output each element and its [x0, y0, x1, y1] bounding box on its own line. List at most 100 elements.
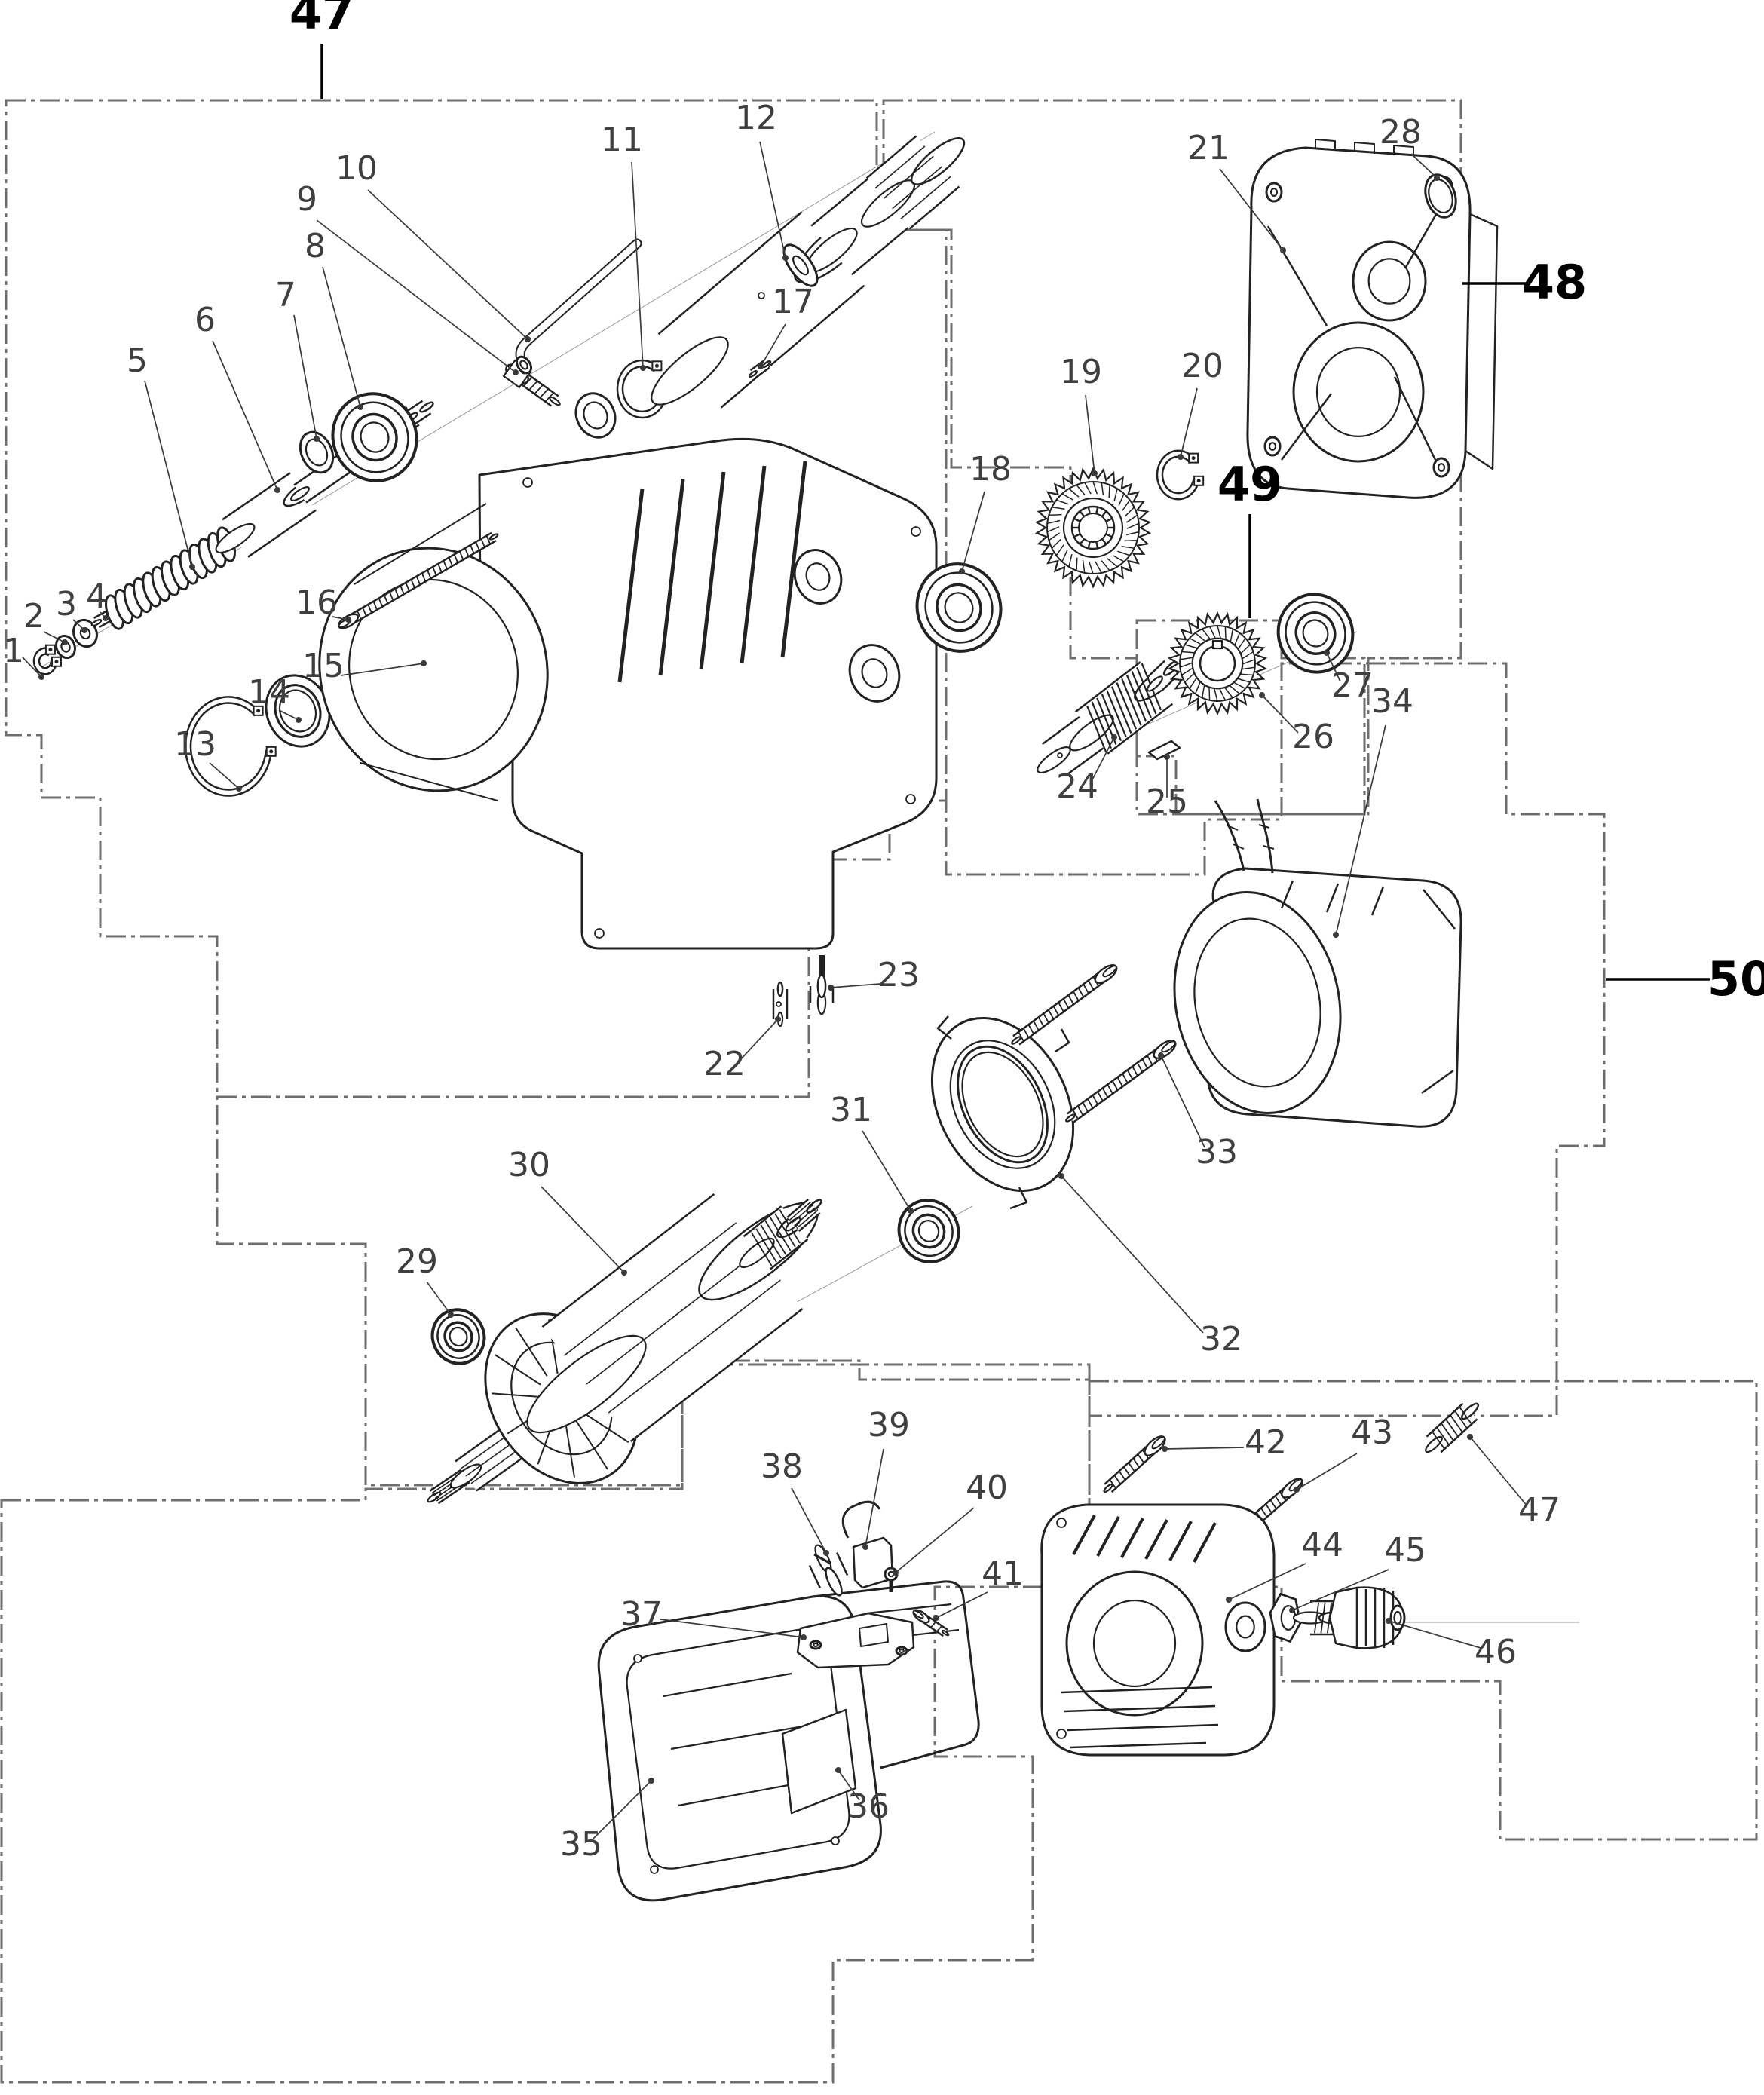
leader-line-36: [838, 1769, 860, 1801]
part-number-34: 34: [1371, 682, 1413, 721]
brush-bracket-37: [796, 1612, 915, 1669]
callout-43: 43: [1294, 1414, 1393, 1493]
leader-line-38: [791, 1487, 827, 1554]
leader-line-45: [1291, 1569, 1389, 1611]
leader-dot-18: [959, 568, 965, 574]
callout-39: 39: [862, 1406, 910, 1550]
leader-line-22: [738, 1018, 779, 1062]
leader-dot-41: [933, 1615, 939, 1621]
leader-dot-24: [1111, 734, 1117, 740]
callout-42: 42: [1162, 1423, 1287, 1462]
part-number-32: 32: [1200, 1320, 1242, 1358]
callout-32: 32: [1058, 1173, 1242, 1358]
leader-line-28: [1410, 153, 1438, 179]
callout-24: 24: [1056, 734, 1117, 806]
callout-21: 21: [1187, 129, 1286, 253]
group-label-48: 48: [1462, 255, 1587, 310]
thrust-bearing-8: [331, 392, 418, 482]
part-number-45: 45: [1384, 1531, 1426, 1570]
leader-line-39: [865, 1448, 884, 1548]
leader-line-30: [541, 1186, 625, 1273]
leader-dot-45: [1289, 1607, 1295, 1613]
part-number-42: 42: [1245, 1423, 1287, 1462]
leader-line-24: [1089, 737, 1115, 785]
leader-line-7: [293, 314, 317, 440]
leader-line-43: [1296, 1453, 1358, 1490]
leader-dot-5: [189, 564, 195, 570]
leader-dot-40: [893, 1570, 899, 1576]
part-number-1: 1: [3, 632, 24, 670]
leader-line-20: [1180, 387, 1198, 458]
leader-dot-43: [1294, 1487, 1300, 1493]
leader-dot-39: [862, 1544, 868, 1550]
part-number-31: 31: [830, 1091, 872, 1129]
group-label-50: 50: [1606, 951, 1764, 1006]
part-number-27: 27: [1331, 666, 1374, 705]
leader-line-33: [1160, 1055, 1205, 1148]
callout-15: 15: [302, 647, 427, 685]
key-25: [1147, 740, 1181, 761]
leader-dot-38: [823, 1550, 829, 1556]
leader-line-19: [1085, 394, 1095, 474]
callout-29: 29: [396, 1242, 454, 1318]
leader-line-13: [209, 762, 240, 789]
spring-5: [105, 526, 236, 630]
gearcase-cover-21: [1246, 139, 1499, 499]
leader-line-31: [862, 1130, 911, 1211]
callout-9: 9: [296, 180, 519, 375]
leader-dot-31: [908, 1208, 914, 1214]
circlip-13: [184, 696, 277, 797]
retaining-ring-1: [32, 644, 62, 675]
part-number-6: 6: [194, 301, 216, 339]
leader-dot-15: [421, 660, 427, 666]
leader-dot-35: [648, 1778, 654, 1784]
leader-line-29: [426, 1281, 452, 1316]
stator-34: [1173, 798, 1462, 1128]
screw-33b: [1065, 1040, 1177, 1123]
callout-7: 7: [275, 276, 320, 442]
leader-dot-28: [1434, 175, 1440, 181]
leader-line-2: [43, 631, 66, 643]
part-number-22: 22: [703, 1045, 746, 1083]
part-number-47: 47: [1518, 1491, 1560, 1530]
bearing-27: [1276, 593, 1355, 674]
part-number-14: 14: [248, 673, 290, 712]
callout-25: 25: [1146, 754, 1188, 821]
bearing-31: [897, 1199, 960, 1263]
part-number-26: 26: [1292, 718, 1334, 756]
leader-line-47: [1469, 1436, 1528, 1507]
leader-dot-23: [828, 985, 834, 991]
callout-14: 14: [248, 673, 302, 723]
gear-housing-15: [318, 437, 938, 950]
leader-dot-33: [1158, 1052, 1164, 1058]
gear-26: [1167, 611, 1268, 716]
callout-4: 4: [86, 577, 109, 621]
leader-dot-22: [775, 1016, 781, 1022]
part-number-19: 19: [1060, 353, 1102, 391]
leader-dot-20: [1178, 454, 1184, 460]
leader-dot-19: [1092, 470, 1098, 476]
cap-screw-23: [809, 955, 835, 1015]
leader-line-8: [322, 266, 361, 408]
leader-dot-36: [835, 1767, 841, 1773]
part-number-25: 25: [1146, 783, 1188, 821]
callout-18: 18: [959, 450, 1012, 574]
leader-dot-27: [1324, 650, 1330, 656]
bearing-29: [430, 1308, 486, 1365]
part-number-16: 16: [296, 583, 338, 622]
leader-line-32: [1061, 1175, 1204, 1334]
part-number-11: 11: [601, 121, 643, 159]
group-number-47: 47: [289, 0, 354, 40]
leader-line-27: [1326, 652, 1341, 682]
leader-dot-44: [1226, 1597, 1232, 1603]
leader-line-11: [631, 161, 644, 369]
leader-dot-8: [357, 404, 363, 410]
leader-dot-25: [1164, 754, 1170, 760]
leader-line-46: [1388, 1620, 1481, 1649]
part-number-8: 8: [305, 227, 326, 265]
leader-line-10: [367, 189, 528, 340]
callout-34: 34: [1333, 682, 1413, 938]
leader-dot-30: [621, 1270, 627, 1276]
leader-dot-4: [103, 615, 109, 621]
